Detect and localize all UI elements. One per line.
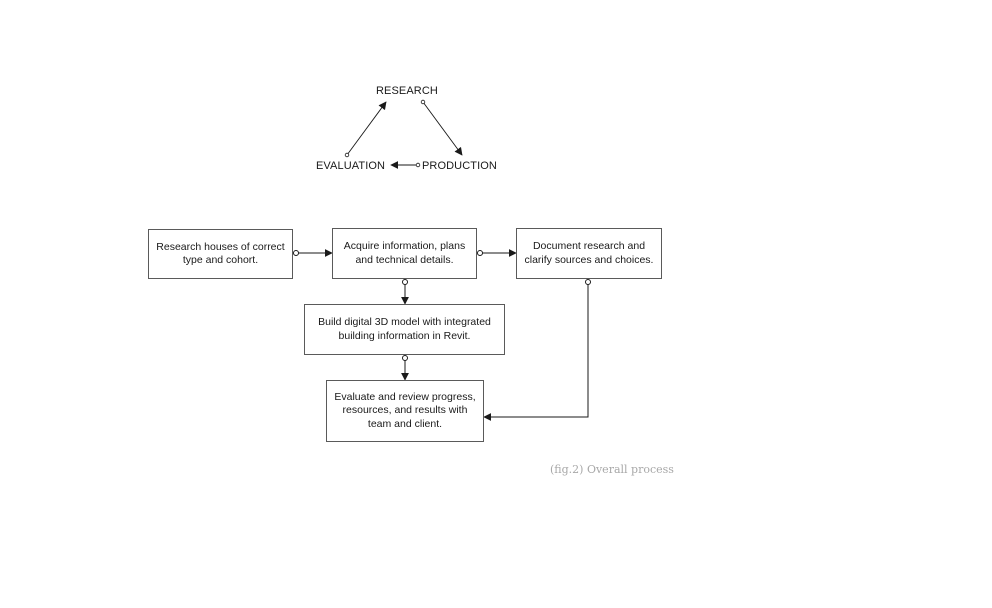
cycle-label-production: PRODUCTION: [422, 160, 497, 172]
process-box-document-research-text: Document research and clarify sources an…: [524, 240, 654, 266]
process-box-document-research: Document research and clarify sources an…: [516, 228, 662, 279]
cycle-label-research: RESEARCH: [376, 85, 438, 97]
process-box-build-model-text: Build digital 3D model with integrated b…: [318, 316, 491, 342]
process-box-build-model: Build digital 3D model with integrated b…: [304, 304, 505, 355]
process-box-evaluate-review: Evaluate and review progress, resources,…: [326, 380, 484, 442]
process-box-acquire-information-text: Acquire information, plans and technical…: [343, 240, 466, 266]
cycle-label-evaluation: EVALUATION: [316, 160, 386, 172]
process-box-research-houses: Research houses of correct type and coho…: [148, 229, 293, 279]
arrow-document-to-evaluate: [483, 279, 591, 421]
cycle-arrow-evaluation-to-research: [344, 101, 387, 158]
process-box-research-houses-text: Research houses of correct type and coho…: [156, 240, 285, 267]
arrow-acquire-to-build: [401, 279, 409, 305]
process-box-acquire-information: Acquire information, plans and technical…: [332, 228, 477, 279]
process-box-evaluate-review-text: Evaluate and review progress, resources,…: [334, 390, 476, 430]
arrow-build-to-evaluate: [401, 355, 409, 381]
figure-caption: (fig.2) Overall process: [550, 463, 674, 476]
arrow-research-to-acquire: [293, 249, 333, 257]
arrow-acquire-to-document: [477, 249, 517, 257]
cycle-arrow-production-to-evaluation: [390, 161, 421, 169]
cycle-arrow-research-to-production: [420, 99, 463, 156]
